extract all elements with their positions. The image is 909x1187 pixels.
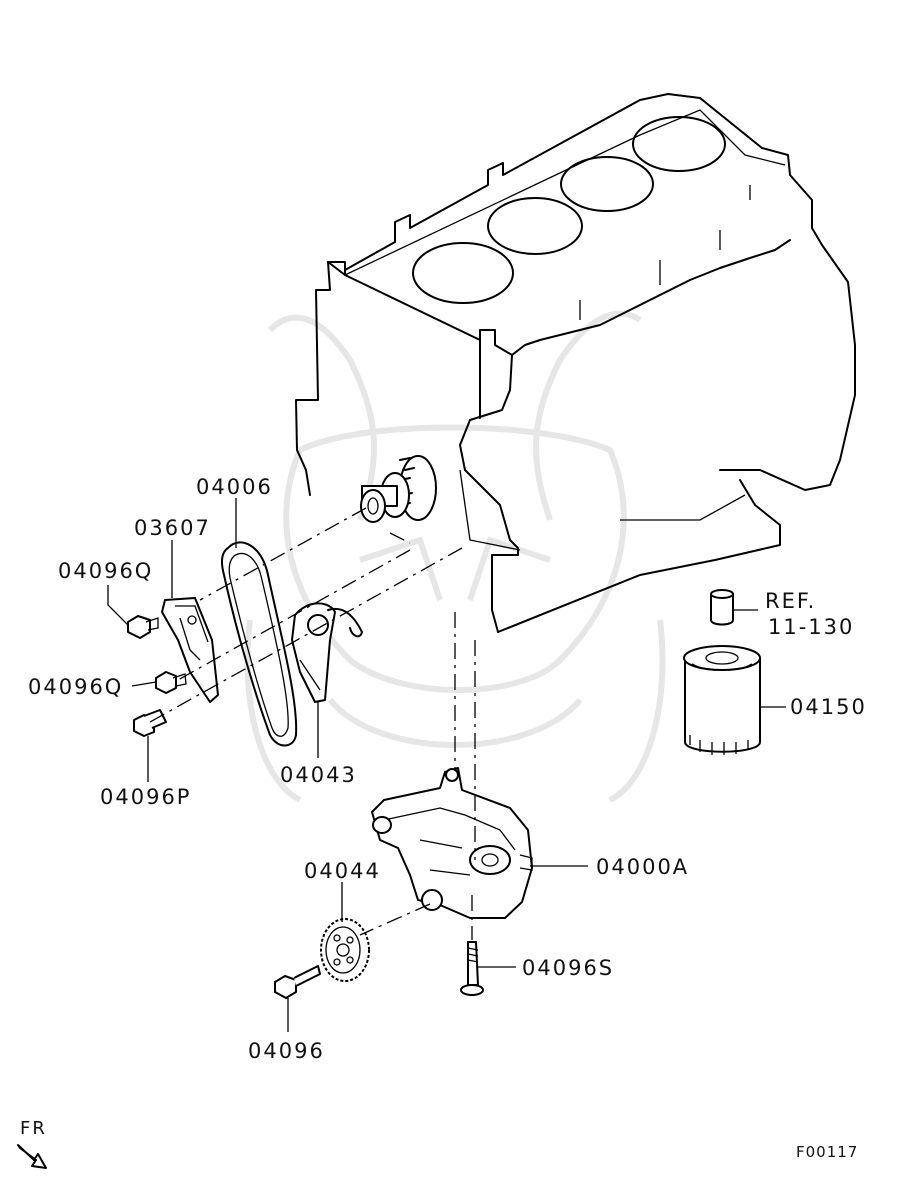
- oil-pump-assembly: [371, 767, 533, 919]
- label-tensioner: 04043: [280, 763, 357, 787]
- crankshaft-sprocket: [360, 455, 437, 523]
- chain-tensioner: [291, 602, 363, 703]
- chain-guide: [161, 597, 219, 703]
- guide-bolts: [127, 615, 187, 737]
- label-ref-line2: 11-130: [768, 615, 854, 639]
- label-bolt: 04096: [248, 1039, 325, 1063]
- timing-chain: [220, 541, 298, 747]
- label-timing-chain: 04006: [196, 475, 273, 499]
- label-bolt-p: 04096P: [100, 785, 191, 809]
- label-bolt-q-lower: 04096Q: [28, 675, 123, 699]
- label-ref-line1: REF.: [765, 589, 816, 613]
- ref-plug: [710, 589, 734, 626]
- label-bolt-q-upper: 04096Q: [58, 559, 153, 583]
- oil-pump-sprocket: [320, 918, 370, 982]
- engine-block: [295, 93, 856, 633]
- label-figure-code: F00117: [796, 1143, 858, 1161]
- alignment-lines: [149, 507, 476, 940]
- front-arrow-icon: [17, 1144, 47, 1169]
- label-bolt-s: 04096S: [522, 956, 614, 980]
- label-oil-pump-sprocket: 04044: [304, 859, 381, 883]
- label-chain-guide: 03607: [134, 516, 211, 540]
- sprocket-bolt: [274, 965, 321, 999]
- pump-bolt-s: [460, 941, 484, 996]
- label-oil-filter: 04150: [790, 695, 867, 719]
- label-front-indicator: FR: [20, 1118, 47, 1139]
- leader-lines: [107, 498, 786, 1032]
- label-oil-pump-assy: 04000A: [596, 855, 689, 879]
- oil-filter: [683, 645, 761, 755]
